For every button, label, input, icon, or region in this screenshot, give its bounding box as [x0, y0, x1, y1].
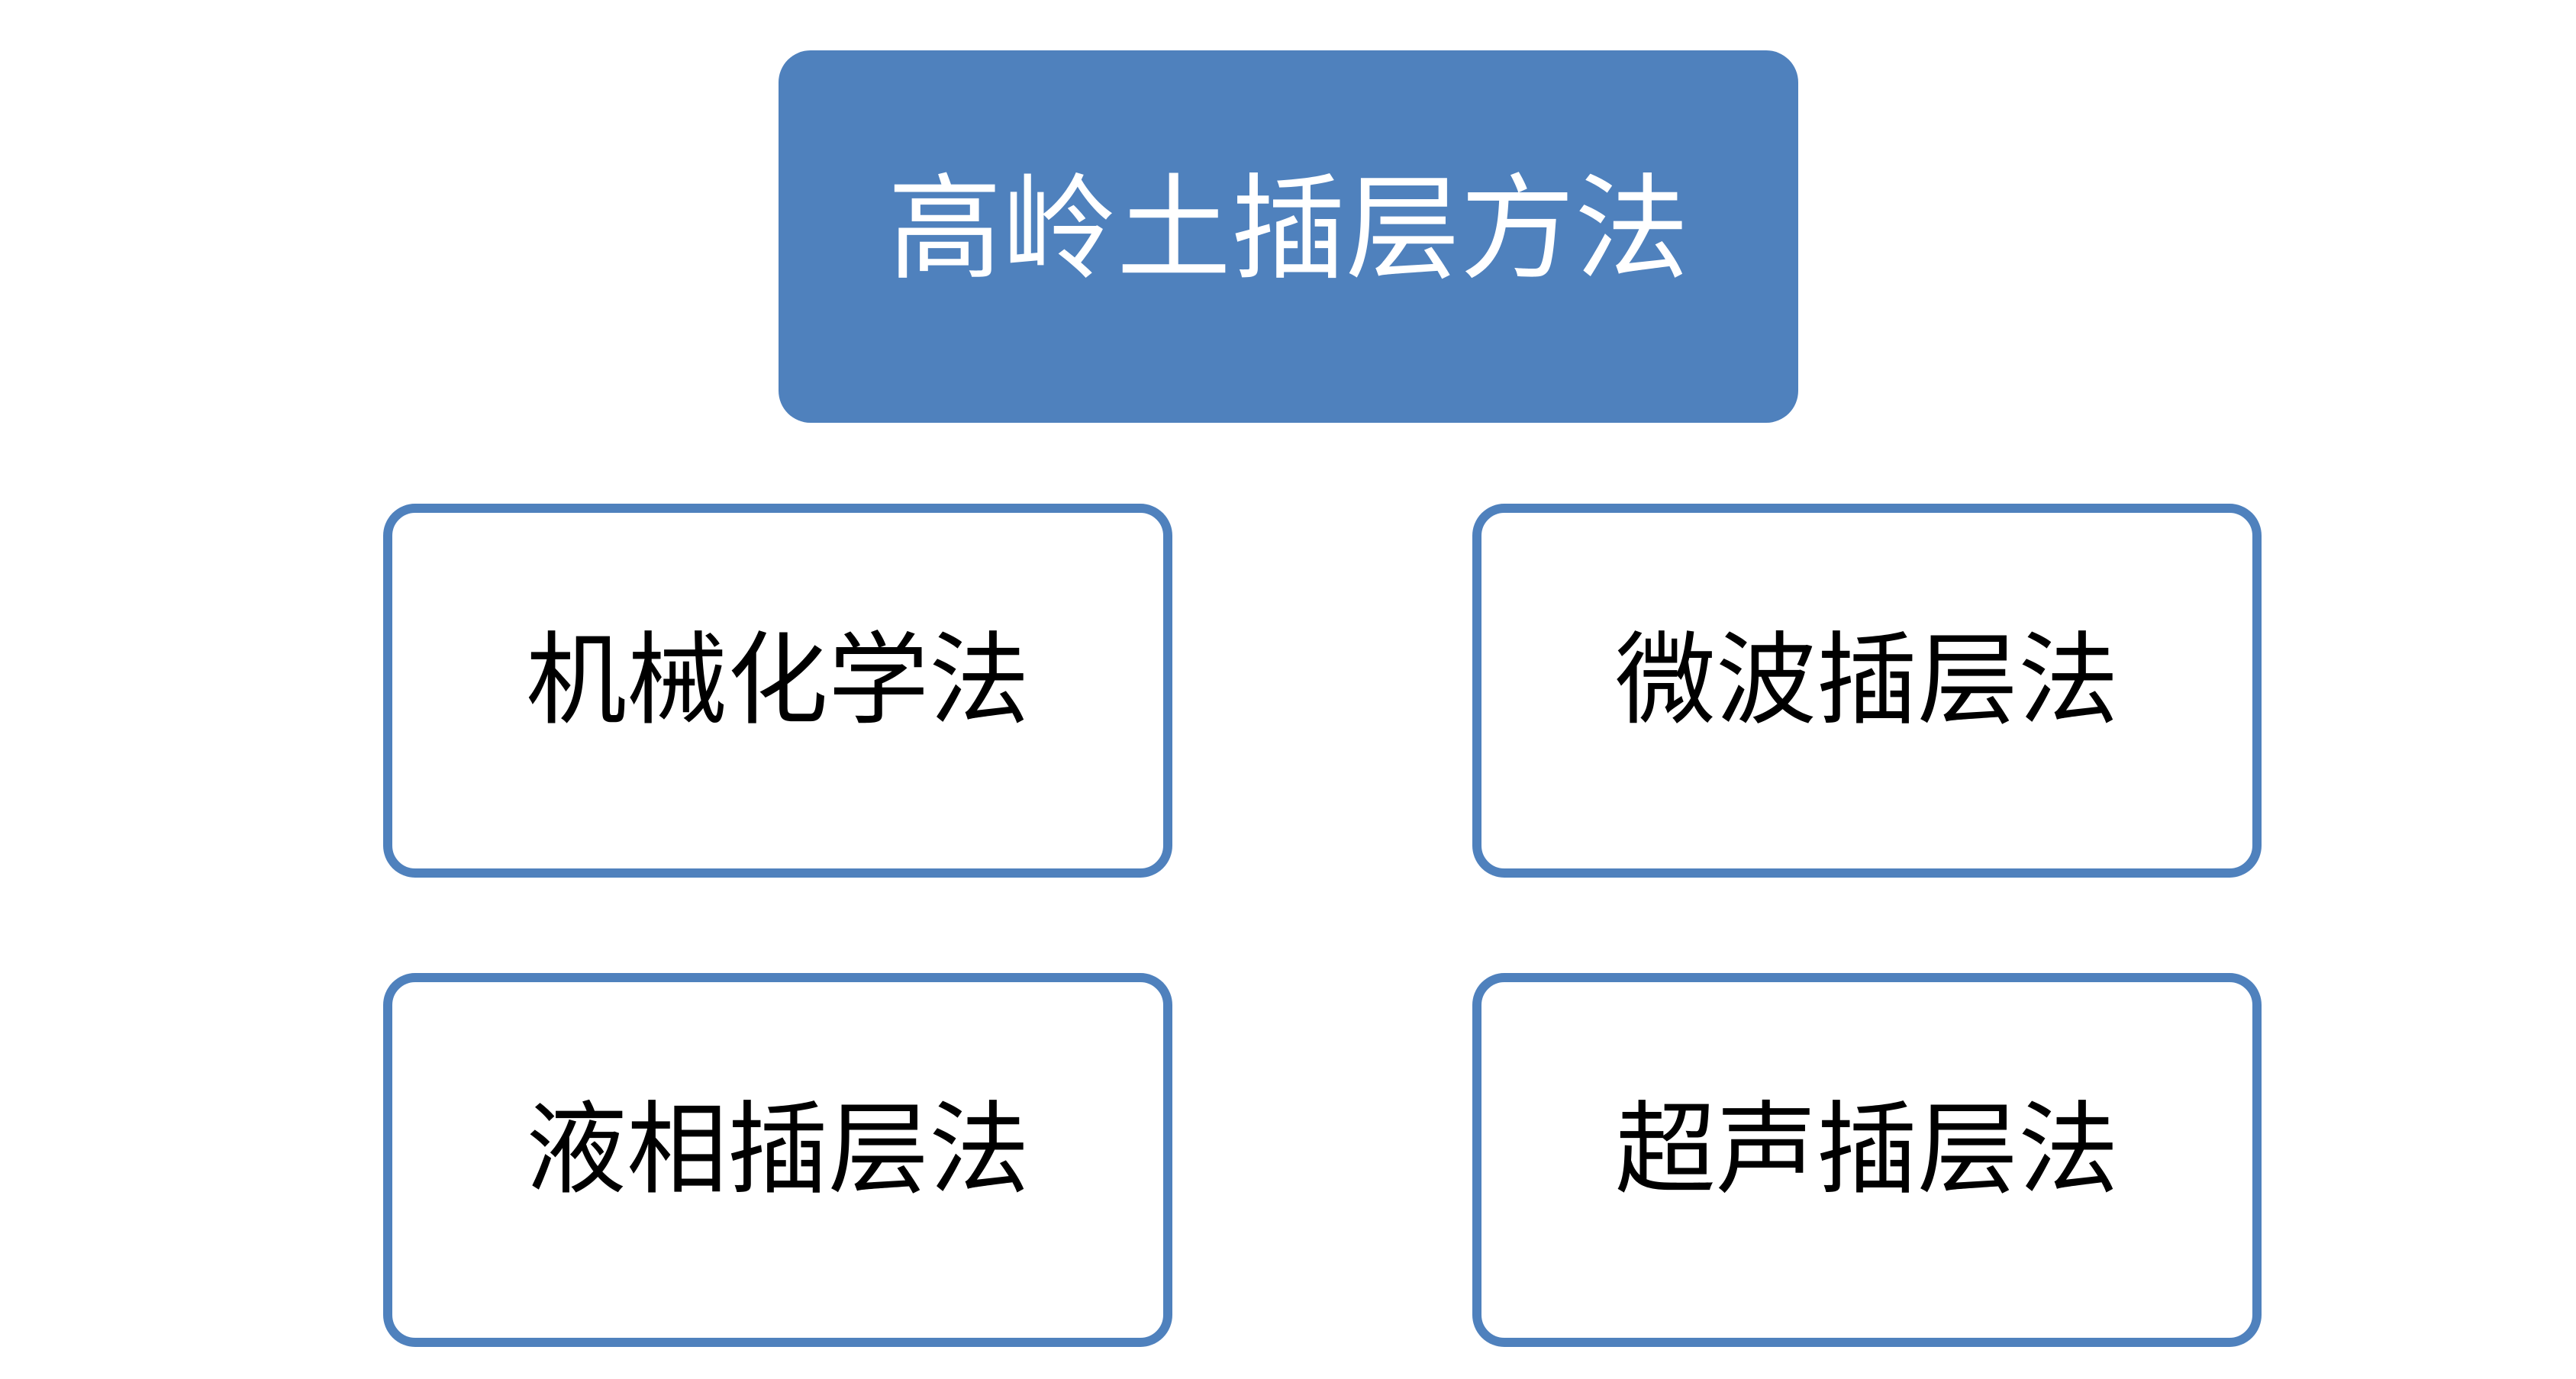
- leaf-node-label: 液相插层法: [526, 1094, 1030, 1207]
- leaf-node-ultrasonic-intercalation-method[interactable]: 超声插层法: [1472, 973, 2262, 1347]
- leaf-node-microwave-intercalation-method[interactable]: 微波插层法: [1472, 504, 2262, 878]
- leaf-node-label: 超声插层法: [1615, 1094, 2119, 1207]
- root-node-label: 高岭土插层方法: [887, 167, 1689, 294]
- leaf-node-label: 微波插层法: [1615, 625, 2119, 737]
- leaf-node-mechanochemical-method[interactable]: 机械化学法: [383, 504, 1172, 878]
- leaf-node-label: 机械化学法: [526, 625, 1030, 737]
- leaf-node-liquid-phase-intercalation-method[interactable]: 液相插层法: [383, 973, 1172, 1347]
- root-node-kaolin-intercalation-methods[interactable]: 高岭土插层方法: [779, 50, 1798, 423]
